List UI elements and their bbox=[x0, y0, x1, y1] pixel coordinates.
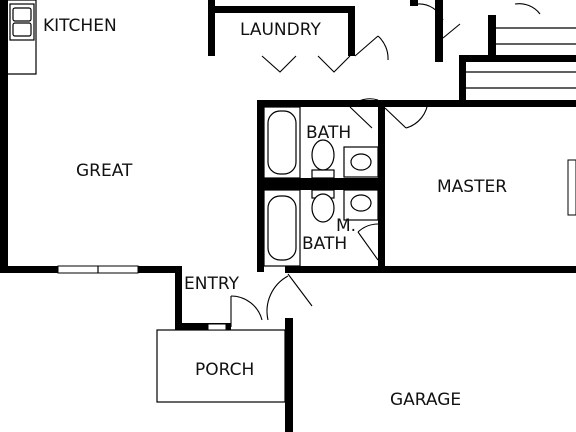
room-label-bath: BATH bbox=[306, 123, 351, 143]
wall-closet-b bbox=[488, 15, 496, 55]
wall-laundry-west bbox=[208, 6, 215, 56]
room-label-master: MASTER bbox=[437, 177, 507, 197]
garage-entry-door bbox=[287, 273, 313, 307]
bath-toilet-tank bbox=[311, 169, 335, 179]
wall-closet-west bbox=[459, 55, 466, 105]
wall-entry-west bbox=[175, 266, 182, 330]
master-bath-tub-basin bbox=[267, 195, 297, 261]
bath-door-swing bbox=[349, 98, 379, 108]
wall-laundry-north bbox=[208, 6, 355, 13]
wall-bath-north bbox=[257, 100, 380, 107]
wall-laundry-east bbox=[348, 6, 355, 56]
doors bbox=[230, 3, 541, 327]
master-bath-door-swing bbox=[357, 223, 379, 233]
kitchen-counter bbox=[8, 0, 37, 75]
closet-door bbox=[442, 23, 461, 39]
bath-tub-basin bbox=[267, 110, 297, 175]
closet-door-swing-a bbox=[417, 3, 444, 21]
room-label-master-bath-line2: BATH bbox=[302, 234, 347, 254]
wall-closet-a bbox=[435, 0, 443, 62]
master-door bbox=[384, 107, 407, 129]
entry-window bbox=[207, 323, 227, 331]
master-bath-door bbox=[357, 231, 379, 261]
wall-bath-divider bbox=[257, 178, 385, 190]
wall-top-stub bbox=[410, 0, 418, 6]
bath-sink bbox=[350, 153, 372, 171]
laundry-side-door bbox=[354, 35, 379, 57]
wall-garage-west bbox=[285, 318, 293, 432]
room-labels: KITCHEN LAUNDRY GREAT BATH MASTER M. BAT… bbox=[43, 16, 507, 410]
laundry-door-right bbox=[317, 55, 351, 73]
closet-door-swing-b bbox=[514, 3, 541, 15]
wall-west-kitchen bbox=[0, 0, 8, 75]
master-sink bbox=[350, 194, 372, 212]
master-window bbox=[567, 159, 576, 216]
fixtures bbox=[9, 3, 379, 267]
windows bbox=[57, 265, 227, 331]
room-label-great: GREAT bbox=[76, 161, 133, 181]
wall-west-great bbox=[0, 0, 8, 272]
garage-entry-door-swing bbox=[266, 275, 289, 321]
master-door-swing bbox=[405, 99, 429, 129]
thin-lines bbox=[8, 0, 576, 403]
room-label-entry: ENTRY bbox=[184, 274, 240, 294]
laundry-side-door-swing bbox=[377, 35, 389, 61]
master-toilet-bowl bbox=[311, 193, 335, 223]
wall-garage-north bbox=[285, 266, 576, 273]
wall-master-north bbox=[378, 100, 576, 107]
room-label-laundry: LAUNDRY bbox=[240, 20, 321, 40]
entry-door-swing bbox=[230, 295, 263, 321]
room-label-porch: PORCH bbox=[195, 360, 254, 380]
kitchen-sink-bowl-2 bbox=[12, 22, 32, 37]
room-label-kitchen: KITCHEN bbox=[43, 16, 117, 36]
bath-door bbox=[349, 106, 373, 129]
bath-toilet-bowl bbox=[311, 139, 335, 171]
room-label-garage: GARAGE bbox=[390, 390, 461, 410]
wall-entry-south bbox=[175, 323, 231, 330]
wall-laundry-top bbox=[208, 0, 215, 10]
kitchen-sink-bowl-1 bbox=[12, 7, 32, 22]
room-label-master-bath-line1: M. bbox=[336, 216, 356, 236]
laundry-door-left bbox=[261, 55, 297, 73]
wall-closet-south bbox=[459, 55, 576, 62]
